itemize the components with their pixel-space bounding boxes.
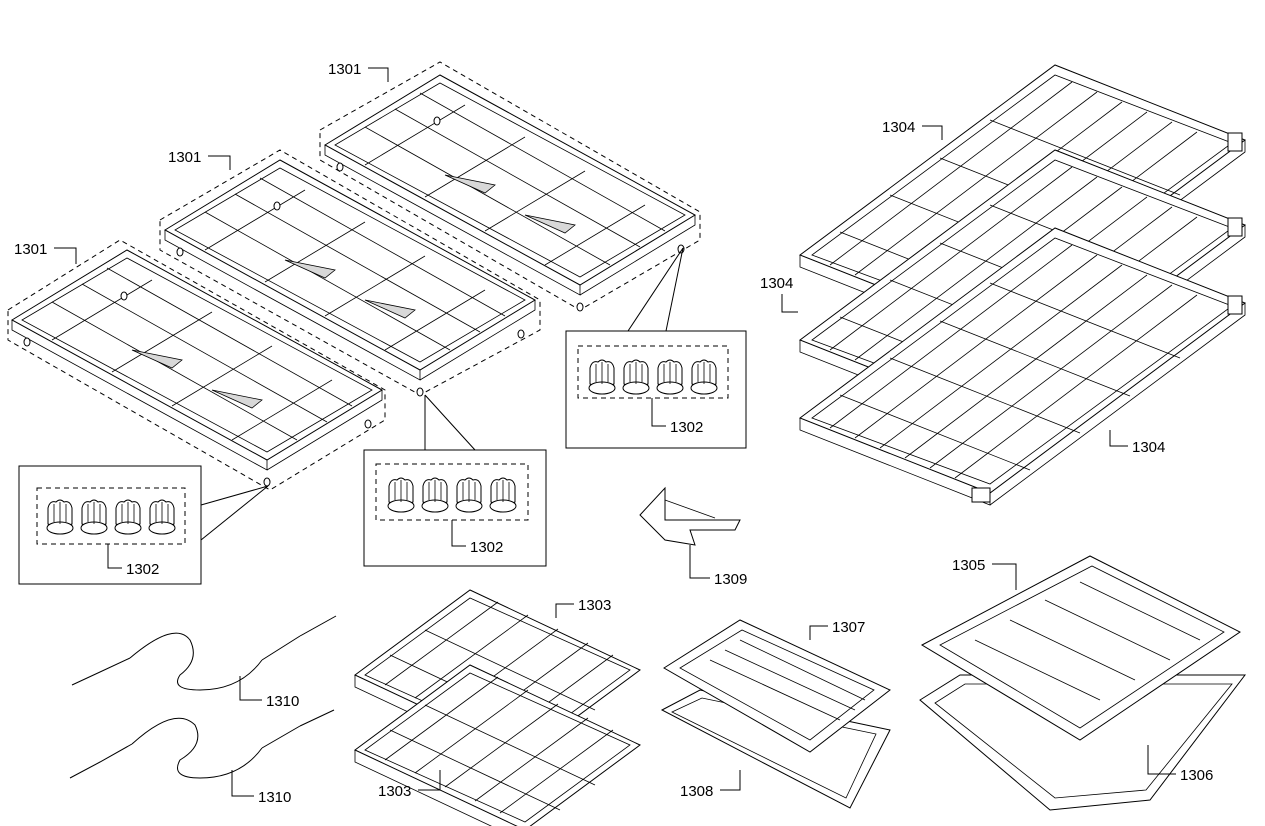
grate-middle xyxy=(159,149,541,397)
svg-text:1303: 1303 xyxy=(378,783,411,800)
label-1304-top: 1304 xyxy=(882,119,943,140)
label-1302-right: 1302 xyxy=(670,419,703,436)
svg-text:1306: 1306 xyxy=(1180,767,1213,784)
label-1301-left: 1301 xyxy=(14,241,77,264)
large-broil-tray xyxy=(919,674,1247,811)
label-1302-left: 1302 xyxy=(126,561,159,578)
svg-text:1303: 1303 xyxy=(578,597,611,614)
feet-box-left xyxy=(18,465,269,585)
small-broil-pan xyxy=(663,619,891,753)
label-1302-middle: 1302 xyxy=(470,539,503,556)
label-1305: 1305 xyxy=(952,557,1017,590)
feet-box-middle xyxy=(363,394,547,567)
label-1303-bottom: 1303 xyxy=(378,770,441,800)
label-1301-middle: 1301 xyxy=(168,149,231,170)
svg-text:1304: 1304 xyxy=(760,275,793,292)
svg-text:1305: 1305 xyxy=(952,557,985,574)
svg-text:1304: 1304 xyxy=(882,119,915,136)
label-1308: 1308 xyxy=(680,770,741,800)
svg-text:1307: 1307 xyxy=(832,619,865,636)
svg-text:1301: 1301 xyxy=(328,61,361,78)
grate-right xyxy=(319,61,701,312)
label-1307: 1307 xyxy=(809,619,865,640)
bracket xyxy=(639,486,741,579)
svg-text:1301: 1301 xyxy=(14,241,47,258)
label-1304-bottom: 1304 xyxy=(1109,430,1165,456)
large-broil-pan xyxy=(920,555,1241,741)
label-1310-bottom: 1310 xyxy=(258,789,291,806)
grate-left xyxy=(7,239,386,491)
feet-box-right xyxy=(565,247,747,449)
svg-text:1308: 1308 xyxy=(680,783,713,800)
probe-bottom xyxy=(69,709,335,797)
label-1309: 1309 xyxy=(714,571,747,588)
label-1304-middle: 1304 xyxy=(760,275,798,313)
label-1303-top: 1303 xyxy=(555,597,611,618)
label-1301-right: 1301 xyxy=(328,61,389,82)
probe-top xyxy=(71,615,337,701)
label-1310-top: 1310 xyxy=(266,693,299,710)
svg-text:1304: 1304 xyxy=(1132,439,1165,456)
label-1306: 1306 xyxy=(1147,745,1213,784)
svg-text:1301: 1301 xyxy=(168,149,201,166)
